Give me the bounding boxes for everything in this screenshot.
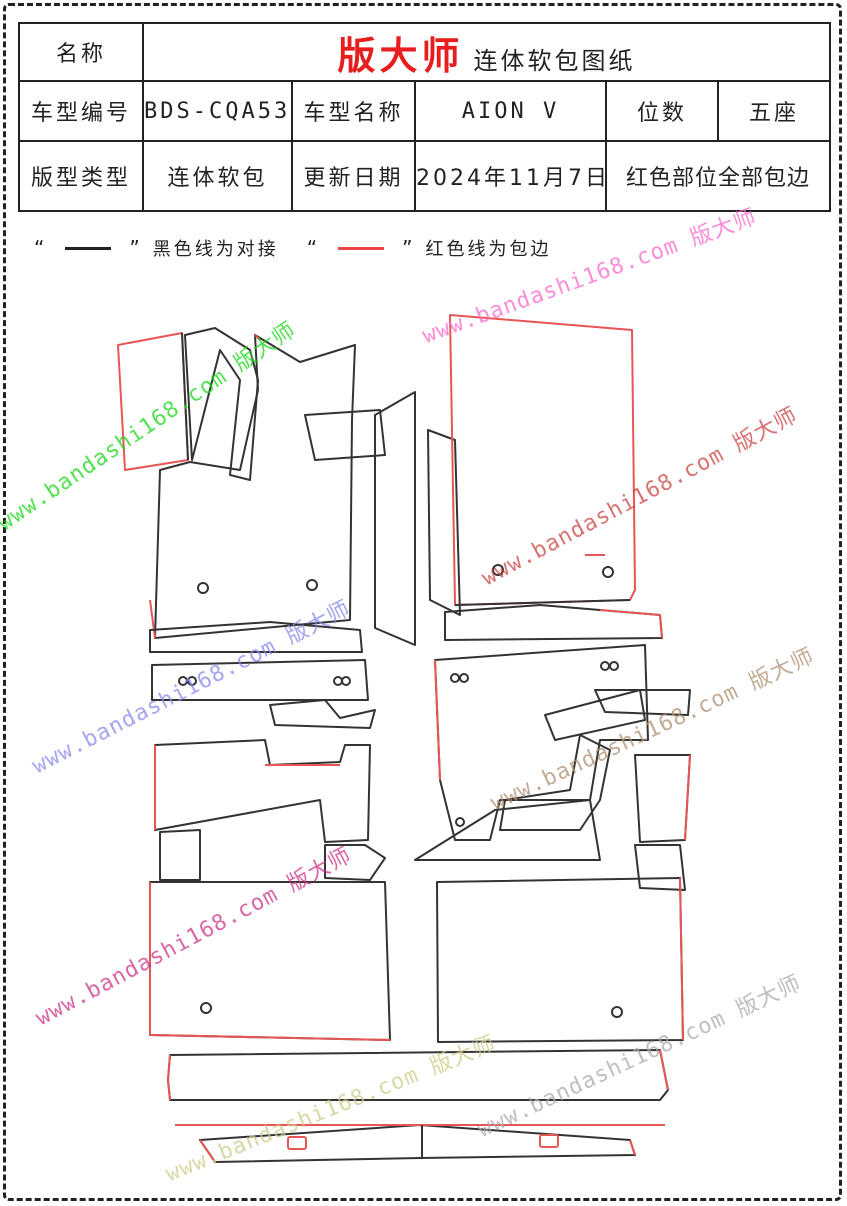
left-sill-strip [184, 327, 259, 481]
legend-red-text: 红色线为包边 [425, 239, 552, 260]
model-name: AION V [414, 80, 607, 142]
model-code-label: 车型编号 [18, 80, 144, 142]
right-mid-strip-a [544, 689, 646, 741]
legend-black-line [65, 246, 112, 250]
hole [609, 661, 619, 671]
legend-red-line [338, 246, 385, 250]
legend: “ ” 黑色线为对接 “ ” 红色线为包边 [34, 234, 552, 262]
hole [333, 676, 343, 686]
info-table: 名称 版大师 连体软包图纸 车型编号 BDS-CQA5335S 车型名称 AIO… [18, 22, 832, 212]
title-cell: 版大师 连体软包图纸 [141, 22, 832, 82]
center-tunnel-right [427, 429, 461, 616]
name-label: 名称 [18, 22, 144, 82]
hole [611, 1006, 623, 1018]
hole [600, 661, 610, 671]
left-pedal-pad [304, 409, 386, 461]
hole [450, 673, 460, 683]
hole [341, 676, 351, 686]
hole [200, 1002, 212, 1014]
right-side-panel [634, 754, 691, 843]
hole [455, 817, 465, 827]
legend-quote-close-2: ” [402, 236, 416, 260]
right-front-main [449, 314, 636, 606]
hole [306, 579, 318, 591]
doc-title: 连体软包图纸 [473, 46, 636, 75]
right-rear-floor [436, 877, 684, 1043]
page-border [3, 3, 842, 1201]
left-mid-strip-1 [149, 621, 363, 653]
model-name-label: 车型名称 [291, 80, 416, 142]
right-s-curve [499, 734, 611, 831]
hole [459, 673, 469, 683]
left-seat-bracket [324, 844, 386, 881]
brand-title: 版大师 [337, 33, 464, 78]
right-mid-main [434, 644, 649, 841]
left-mid-strip-2 [151, 659, 369, 701]
hole [187, 676, 197, 686]
hole [602, 566, 614, 578]
right-mid-strip-b [594, 689, 691, 716]
legend-quote-close: ” [129, 236, 143, 260]
left-seat-rail [159, 829, 201, 881]
pattern-type-label: 版型类型 [18, 140, 144, 212]
left-rear-upper [154, 739, 371, 843]
legend-quote-open: “ [34, 236, 48, 260]
center-tunnel-left [374, 391, 416, 646]
edge-note: 红色部位全部包边 [604, 140, 832, 212]
hole [492, 564, 504, 576]
legend-quote-open-2: “ [306, 236, 321, 260]
update-date-label: 更新日期 [291, 140, 416, 212]
update-date: 2024年11月7日 [414, 140, 607, 212]
right-seat-bracket [634, 844, 686, 891]
right-front-bottom-strip [444, 604, 663, 641]
seats-label: 位数 [605, 80, 719, 142]
pattern-type: 连体软包 [142, 140, 293, 212]
legend-black-text: 黑色线为对接 [152, 239, 279, 260]
seats-value: 五座 [716, 80, 832, 142]
hole [197, 582, 209, 594]
model-code: BDS-CQA5335S [142, 80, 293, 142]
